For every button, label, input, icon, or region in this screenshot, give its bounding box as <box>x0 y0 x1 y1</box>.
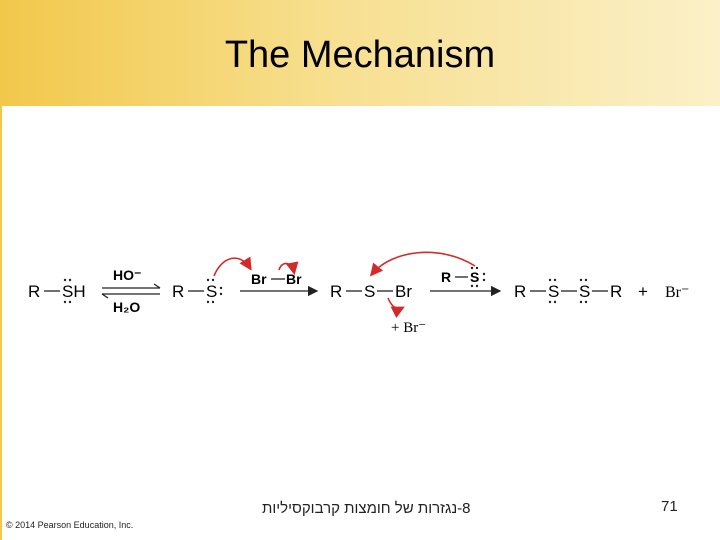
bromine-right: Br <box>286 271 302 287</box>
step1-reagent-top: HO⁻ <box>113 267 141 283</box>
curved-arrow-leaving-br <box>387 297 405 319</box>
reaction-mechanism: R SH HO⁻ H₂O R S Br Br R S Br + Br⁻ R S <box>28 251 689 336</box>
curved-arrow-s-to-br <box>213 256 252 277</box>
product-plus: + <box>638 282 648 301</box>
byproduct-bromide: + Br⁻ <box>391 320 426 336</box>
step3-reagent-s: S <box>470 269 479 285</box>
intermediate-br: Br <box>395 282 412 301</box>
product-s1: S <box>548 282 559 301</box>
title-band <box>0 0 720 106</box>
lone-pairs-step3 <box>470 266 486 288</box>
thiolate-s: S <box>206 282 217 301</box>
slide-edge <box>0 106 2 540</box>
thiolate-r: R <box>172 282 184 301</box>
reactant-r: R <box>28 282 40 301</box>
product-r2: R <box>610 282 622 301</box>
curved-arrow-thiolate-attack <box>369 251 476 277</box>
intermediate-r: R <box>330 282 342 301</box>
lone-pairs-thiolate <box>206 278 223 304</box>
lone-pairs-product <box>548 278 588 304</box>
page-number: 71 <box>661 498 678 515</box>
reactant-sh: SH <box>62 282 86 301</box>
copyright-notice: © 2014 Pearson Education, Inc. <box>6 520 134 530</box>
product-s2: S <box>579 282 590 301</box>
bromine-left: Br <box>251 271 267 287</box>
product-r1: R <box>514 282 526 301</box>
product-bromide: Br⁻ <box>665 284 689 301</box>
slide-title: The Mechanism <box>224 34 496 76</box>
lone-pairs-reactant <box>63 278 72 304</box>
footer-chapter: 8-נגזרות של חומצות קרבוקסיליות <box>262 500 471 517</box>
step3-reagent-r: R <box>441 269 451 285</box>
step1-reagent-bottom: H₂O <box>113 299 140 315</box>
intermediate-s: S <box>364 282 375 301</box>
curved-arrow-brbr <box>278 261 299 276</box>
